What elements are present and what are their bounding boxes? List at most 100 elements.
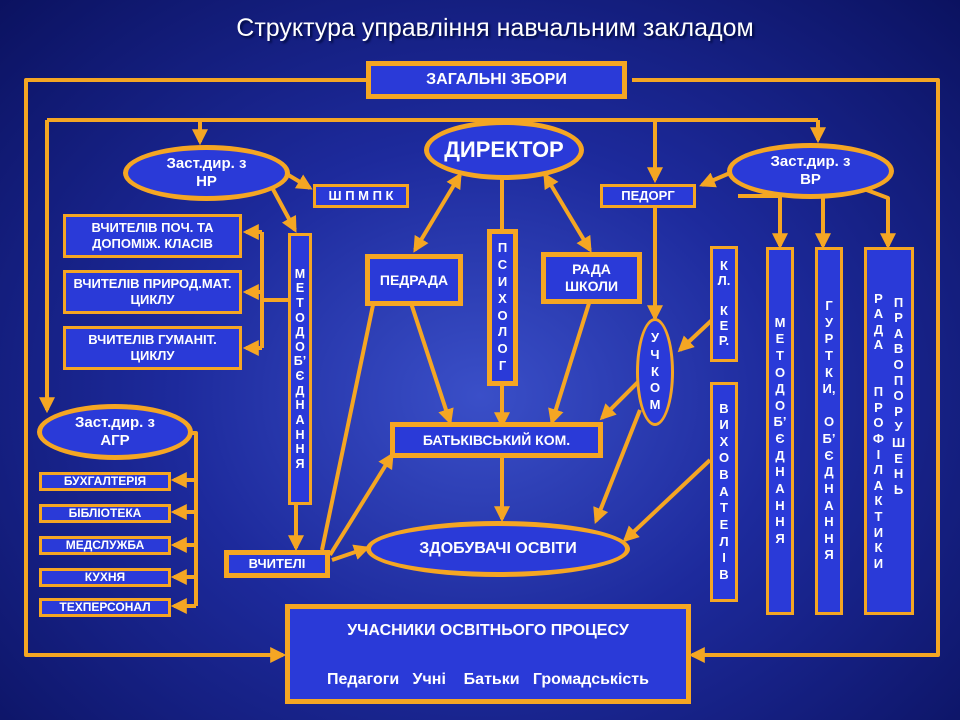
vertical-letter: Р <box>824 331 834 347</box>
page-title: Структура управління навчальним закладом <box>236 14 754 42</box>
deputy-nr-line1: Заст.дир. з <box>166 155 247 172</box>
vertical-letter: Т <box>874 508 883 524</box>
vertical-letter: Л <box>873 462 884 478</box>
vertical-letter: М <box>294 266 306 281</box>
kitchen-box: КУХНЯ <box>39 568 171 587</box>
vertical-letter: Н <box>295 398 305 413</box>
vertical-letter: Б’ <box>822 431 836 446</box>
vertical-letter: И <box>873 524 884 540</box>
participants-title: УЧАСНИКИ ОСВІТНЬОГО ПРОЦЕСУ <box>347 622 629 639</box>
vertical-letter: Я <box>775 530 785 546</box>
vertical-letter: Т <box>776 347 784 363</box>
teachers-humanit-box: ВЧИТЕЛІВ ГУМАНІТ. ЦИКЛУ <box>63 326 242 370</box>
vertical-letter: К <box>874 493 883 509</box>
vertical-letter: Д <box>775 447 785 463</box>
vertical-letter: М <box>774 314 786 330</box>
parents-committee-box: БАТЬКІВСЬКИЙ КОМ. <box>390 422 603 458</box>
vertical-letter: Д <box>295 383 305 398</box>
vertical-letter: А <box>719 483 729 499</box>
vertical-letter: Н <box>295 427 305 442</box>
vertical-letter: Н <box>775 464 785 480</box>
tech-staff-box: ТЕХПЕРСОНАЛ <box>39 598 171 617</box>
vertical-letter: О <box>497 341 508 357</box>
vertical-letter: О <box>873 415 884 431</box>
vertical-letter: Р <box>894 403 903 419</box>
vertical-letter <box>877 369 881 385</box>
vertical-letter: П <box>873 384 884 400</box>
vertical-letter: Е <box>295 281 305 296</box>
vertical-letter: Г <box>498 358 507 374</box>
vertical-letter: А <box>824 497 834 513</box>
vertical-letter: П <box>893 294 904 310</box>
vertical-letter: Я <box>824 547 834 563</box>
vertical-letter: У <box>894 419 903 435</box>
shmpk-box: Ш П М П К <box>313 184 409 208</box>
vertical-letter: В <box>719 400 729 416</box>
students-oval: ЗДОБУВАЧІ ОСВІТИ <box>366 521 630 577</box>
vertical-letter: А <box>775 480 785 496</box>
vertical-letter: Р <box>874 290 883 306</box>
teachers-box: ВЧИТЕЛІ <box>224 550 330 578</box>
vertical-letter: Т <box>720 500 728 516</box>
vertical-letter: Н <box>295 442 305 457</box>
vertical-letter: И <box>719 417 729 433</box>
vertical-letter: Н <box>824 514 834 530</box>
vertical-letter: Е <box>719 317 729 333</box>
deputy-nr-oval: Заст.дир. з НР <box>123 145 290 201</box>
general-meeting-box: ЗАГАЛЬНІ ЗБОРИ <box>366 61 627 99</box>
library-box: БІБЛІОТЕКА <box>39 504 171 523</box>
vertical-letter: Ф <box>872 431 885 446</box>
teachers-natural-box: ВЧИТЕЛІВ ПРИРОД.МАТ. ЦИКЛУ <box>63 270 242 314</box>
vertical-letter: М <box>649 397 661 413</box>
vertical-letter: Н <box>824 480 834 496</box>
vertical-letter: Є <box>775 431 785 446</box>
vertical-letter: І <box>876 446 881 462</box>
vertical-letter: Б’ <box>773 414 787 430</box>
vertical-letter: О <box>893 388 904 404</box>
vertical-letter: І <box>722 550 726 566</box>
deputy-vr-oval: Заст.дир. з ВР <box>727 143 894 199</box>
vertical-letter: В <box>893 341 904 357</box>
school-council-box: РАДА ШКОЛИ <box>541 252 642 304</box>
vertical-letter: Д <box>775 381 785 397</box>
vertical-letter: Є <box>824 447 834 463</box>
vertical-letter: А <box>893 325 904 341</box>
vertical-letter: О <box>893 357 904 373</box>
vertical-letter: Н <box>775 514 785 530</box>
vertical-letter: Л <box>497 324 508 340</box>
vertical-letter: И <box>497 273 508 289</box>
deputy-agr-oval: Заст.дир. з АГР <box>37 404 193 460</box>
vertical-letter: И, <box>822 381 836 397</box>
vertical-letter: В <box>719 467 729 483</box>
vertical-letter: Е <box>775 331 785 347</box>
vertical-letter: Н <box>824 530 834 546</box>
vertical-letter: Є <box>295 369 305 383</box>
vertical-letter: А <box>873 306 884 322</box>
director-oval: ДИРЕКТОР <box>424 120 584 180</box>
vertical-letter: О <box>823 414 835 430</box>
vertical-letter: К <box>874 540 883 556</box>
deputy-nr-line2: НР <box>196 173 217 190</box>
vertical-letter: Л. <box>717 273 731 289</box>
vertical-letter: О <box>774 397 786 413</box>
vertical-letter: Е <box>894 450 903 466</box>
vertical-letter: Р <box>894 310 903 326</box>
vertical-letter: Н <box>893 466 904 482</box>
vertical-letter: К <box>720 303 728 318</box>
vertical-letter: Х <box>719 433 729 449</box>
vertical-letter: Я <box>295 456 305 471</box>
vertical-letter: Д <box>873 321 884 337</box>
deputy-vr-line2: ВР <box>800 171 821 188</box>
vertical-letter: П <box>497 239 508 255</box>
vertical-letter: Л <box>719 533 729 549</box>
deputy-vr-line1: Заст.дир. з <box>770 153 851 170</box>
accounting-box: БУХГАЛТЕРІЯ <box>39 472 171 491</box>
